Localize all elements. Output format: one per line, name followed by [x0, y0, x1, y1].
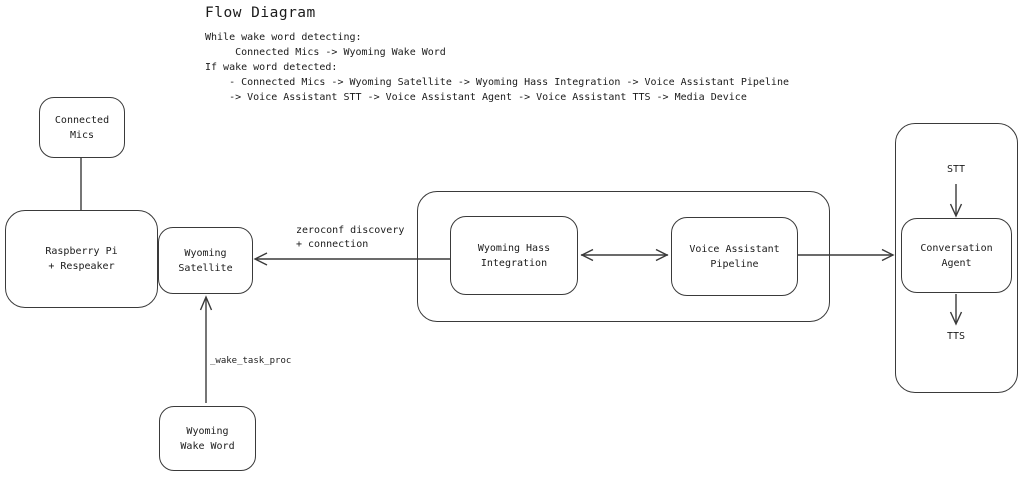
- edge-hass-to-satellite-arrowhead: [253, 252, 268, 266]
- edge-label-zeroconf: zeroconf discovery + connection: [296, 225, 405, 250]
- node-wyoming-wake-word-label: Wyoming Wake Word: [180, 425, 235, 452]
- flow-description-line: While wake word detecting:: [205, 32, 362, 43]
- node-wyoming-hass-integration: Wyoming Hass Integration: [450, 216, 578, 295]
- node-conversation-agent-label: Conversation Agent: [920, 242, 993, 269]
- edge-label-wake-task-proc: _wake_task_proc: [210, 356, 292, 366]
- node-voice-assistant-pipeline: Voice Assistant Pipeline: [671, 217, 798, 296]
- edge-wakeword-to-satellite-arrowhead: [199, 295, 213, 311]
- node-wyoming-satellite: Wyoming Satellite: [158, 227, 253, 294]
- group-container-right: [895, 123, 1018, 393]
- flow-description: While wake word detecting: Connected Mic…: [205, 30, 789, 105]
- node-raspberry-pi-respeaker-label: Raspberry Pi + Respeaker: [45, 246, 118, 272]
- flow-description-line: If wake word detected:: [205, 62, 338, 73]
- edge-pipeline-to-agent-arrowhead: [881, 248, 895, 262]
- node-voice-assistant-pipeline-label: Voice Assistant Pipeline: [689, 243, 780, 270]
- label-stt: STT: [946, 164, 966, 175]
- flow-description-line: Connected Mics -> Wyoming Wake Word: [205, 47, 446, 58]
- flow-description-line: - Connected Mics -> Wyoming Satellite ->…: [205, 77, 789, 88]
- node-conversation-agent: Conversation Agent: [901, 218, 1012, 293]
- node-wyoming-wake-word: Wyoming Wake Word: [159, 406, 256, 471]
- node-raspberry-pi-respeaker: Raspberry Pi + Respeaker: [5, 210, 158, 308]
- group-container-middle: [417, 191, 830, 322]
- node-wyoming-satellite-label: Wyoming Satellite: [178, 247, 233, 274]
- label-tts: TTS: [946, 331, 966, 342]
- diagram-title: Flow Diagram: [205, 5, 316, 21]
- node-connected-mics-label: Connected Mics: [54, 114, 110, 141]
- flow-description-line: -> Voice Assistant STT -> Voice Assistan…: [205, 92, 747, 103]
- node-wyoming-hass-integration-label: Wyoming Hass Integration: [477, 242, 551, 269]
- node-connected-mics: Connected Mics: [39, 97, 125, 158]
